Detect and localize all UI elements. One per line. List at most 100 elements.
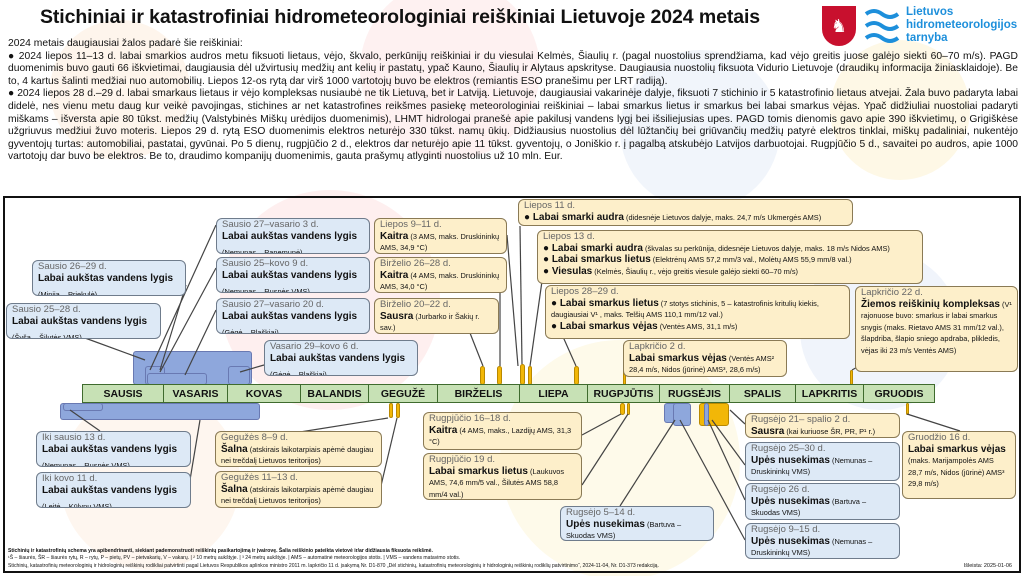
intro-text: 2024 metais daugiausiai žalos padarė šie… [8,38,1018,164]
event-date: Birželio 26–28 d. [380,258,451,269]
meteo-duration-bar [389,403,393,418]
event-date: Gegužės 11–13 d. [221,472,298,483]
event-detail: (maks. Marijampolės AMS 28,7 m/s, Nidos … [908,456,1005,489]
event-date: Sausio 25–28 d. [12,304,81,315]
event-title: Labai aukštas vandens lygis [222,230,358,242]
event-item: ● Labai smarkus lietus (7 stotys stichin… [551,298,844,321]
event-title: Šalna (atskirais laikotarpiais apėmė dau… [221,443,374,466]
event-box: Lapkričio 2 d.Labai smarkus vėjas (Ventė… [623,340,787,377]
event-title: Upės nusekimas (Bartuva – Skuodas VMS) [751,495,867,518]
event-title: Labai smarkus lietus (Laukuvos AMS, 74,6… [429,465,565,499]
event-title: Upės nusekimas (Nemunas – Druskininkų VM… [751,535,873,558]
hydro-duration-bar [673,403,691,426]
intro-lead: 2024 metais daugiausiai žalos padarė šie… [8,38,243,49]
month-0: SAUSIS [82,384,163,403]
event-box: Gruodžio 16 d.Labai smarkus vėjas (maks.… [902,431,1016,499]
event-date: Vasario 29–kovo 6 d. [270,341,359,352]
event-title: Labai aukštas vandens lygis [12,315,148,327]
event-box: Liepos 11 d.● Labai smarki audra (didesn… [518,199,853,226]
event-date: Rugpjūčio 16–18 d. [429,413,511,424]
event-box: Liepos 28–29 d.● Labai smarkus lietus (7… [545,285,850,339]
event-date: Sausio 27–vasario 3 d. [222,219,319,230]
event-date: Rugpjūčio 19 d. [429,454,496,465]
event-detail: (Nemunas – Druskininkų VMS) [751,455,873,477]
event-title: Labai aukštas vandens lygis [42,443,178,455]
month-8: RUGSĖJIS [659,384,729,403]
event-item: ● Labai smarkus vėjas (Ventės AMS, 31,1 … [551,321,844,333]
event-box: Gegužės 8–9 d.Šalna (atskirais laikotarp… [215,431,382,467]
month-11: GRUODIS [863,384,935,403]
event-title: ● Labai smarkus lietus [543,254,651,266]
event-date: Gegužės 8–9 d. [221,432,289,443]
event-item: ● Labai smarki audra (škvalas su perkūni… [543,243,917,255]
event-box: Sausio 27–vasario 3 d.Labai aukštas vand… [216,218,370,254]
coat-of-arms-icon: ♞ [822,6,856,46]
event-detail: (Ventės AMS, 31,1 m/s) [657,321,738,331]
meteo-duration-bar [396,403,400,418]
event-box: Birželio 26–28 d.Kaitra (4 AMS, maks. Dr… [374,257,507,293]
intro-bullet: ● 2024 liepos 28 d.–29 d. labai smarkaus… [8,88,1018,163]
meteo-duration-bar [497,366,502,385]
month-10: LAPKRITIS [795,384,863,403]
event-detail: (didesnėje Lietuvos dalyje, maks. 24,7 m… [623,212,822,222]
event-title: Sausra (kai kuriuose ŠR, PR, P¹ r.) [751,425,876,437]
event-detail: (Kelmės, Šiaulių r., vėjo greitis viesul… [592,266,799,276]
event-date: Lapkričio 22 d. [861,287,923,298]
event-title: Labai aukštas vandens lygis [42,484,178,496]
event-date: Rugsėjo 5–14 d. [566,507,636,518]
event-date: Sausio 27–vasario 20 d. [222,299,324,310]
event-item: ● Labai smarki audra (didesnėje Lietuvos… [524,212,847,224]
hydro-duration-bar [60,403,260,420]
month-7: RUGPJŪTIS [587,384,659,403]
event-title: ● Labai smarkus lietus [551,297,659,309]
event-date: Rugsėjo 26 d. [751,484,810,495]
event-box: Rugsėjo 21– spalio 2 d.Sausra (kai kuriu… [745,413,900,438]
event-box: Rugsėjo 25–30 d.Upės nusekimas (Nemunas … [745,442,900,481]
event-date: Gruodžio 16 d. [908,432,971,443]
event-date: Rugsėjo 21– spalio 2 d. [751,414,851,425]
event-date: Liepos 9–11 d. [380,219,442,230]
page-title: Stichiniai ir katastrofiniai hidrometeor… [40,6,761,28]
event-title: Žiemos reiškinių kompleksas (V¹ rajonuos… [861,298,1012,355]
event-title: ● Labai smarkus vėjas [551,320,658,332]
event-detail: (Elektrėnų AMS 57,2 mm/3 val., Molėtų AM… [650,255,852,265]
meteo-duration-bar [850,370,853,385]
event-title: Upės nusekimas (Nemunas – Druskininkų VM… [751,454,873,477]
event-detail: (7 stotys stichinis, 5 – katastrofinis k… [551,298,819,320]
event-detail: (Bartuva – Skuodas VMS) [751,496,867,518]
event-box: Rugsėjo 9–15 d.Upės nusekimas (Nemunas –… [745,523,900,559]
event-detail: (Laukuvos AMS, 74,6 mm/5 val., Šilutės A… [429,466,565,499]
timeline-frame [3,196,1021,573]
event-date: Rugsėjo 25–30 d. [751,443,826,454]
event-detail: (Jurbarko ir Šakių r. sav.) [380,311,480,333]
meteo-duration-bar [528,366,532,385]
event-title: Kaitra (3 AMS, maks. Druskininkų AMS, 34… [380,230,500,253]
meteo-duration-bar [480,366,485,385]
meteo-duration-bar [906,403,909,415]
event-date: Liepos 11 d. [524,200,576,211]
event-box: Rugsėjo 5–14 d.Upės nusekimas (Bartuva –… [560,506,714,541]
event-detail: (V¹ rajonuose buvo: smarkus ir labai sma… [861,299,1012,355]
meteo-duration-bar [627,403,630,415]
event-date: Liepos 28–29 d. [551,286,619,297]
event-title: Šalna (atskirais laikotarpiais apėmė dau… [221,483,374,506]
event-detail: (atskirais laikotarpiais apėmė daugiau n… [221,444,374,466]
event-title: Kaitra (4 AMS, maks., Lazdijų AMS, 31,3 … [429,424,572,447]
event-box: Rugpjūčio 16–18 d.Kaitra (4 AMS, maks., … [423,412,582,450]
event-detail: (Nemunas – Panemunė) [222,248,303,254]
event-box: Gegužės 11–13 d.Šalna (atskirais laikota… [215,471,382,508]
event-box: Iki sausio 13 d.Labai aukštas vandens ly… [36,431,191,467]
event-date: Liepos 13 d. [543,231,595,242]
month-3: BALANDIS [300,384,368,403]
event-title: Upės nusekimas (Bartuva – Skuodas VMS) [566,518,682,541]
event-detail: (Minija – Priekulė) [38,290,98,296]
footer-legal: Stichinių, katastrofinių meteorologinių … [8,562,659,569]
event-box: Birželio 20–22 d.Sausra (Jurbarko ir Šak… [374,298,499,334]
event-date: Birželio 20–22 d. [380,299,451,310]
event-title: Kaitra (4 AMS, maks. Druskininkų AMS, 34… [380,269,500,292]
month-2: KOVAS [227,384,300,403]
event-detail: (Nemunas – Rusnės VMS) [42,461,130,467]
event-date: Iki sausio 13 d. [42,432,106,443]
event-box: Sausio 25–kovo 9 d.Labai aukštas vandens… [216,257,370,293]
event-detail: (4 AMS, maks., Lazdijų AMS, 31,3 °C) [429,425,572,447]
